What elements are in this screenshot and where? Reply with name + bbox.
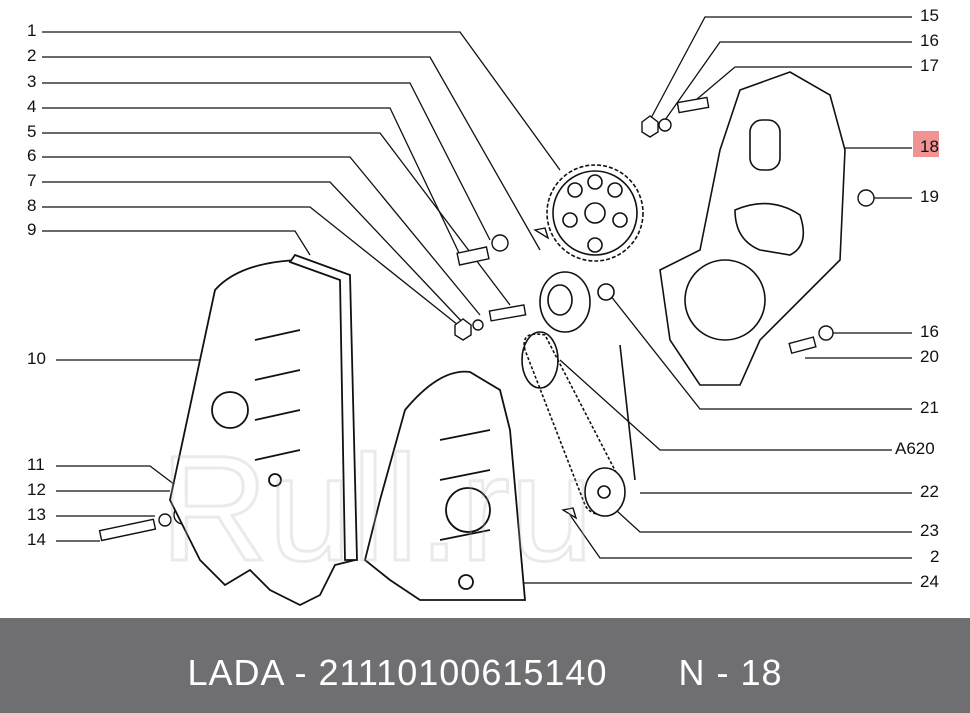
callout-21: 21 — [920, 398, 939, 417]
leader-line-23 — [604, 499, 912, 533]
parts-diagram: 1 2 3 4 5 6 7 8 9 10 11 12 13 14 15 16 1… — [27, 6, 940, 607]
leader-line-7 — [42, 181, 466, 326]
leader-line-2 — [42, 56, 541, 251]
callout-11: 11 — [27, 455, 45, 474]
leader-line-15 — [649, 16, 912, 121]
callout-17: 17 — [920, 56, 939, 75]
leader-line-17 — [689, 66, 912, 106]
callout-5: 5 — [27, 122, 37, 141]
part-number-title: LADA - 21110100615140 — [187, 652, 608, 693]
highlight-marker-18 — [913, 131, 939, 157]
callout-23: 23 — [920, 521, 939, 540]
callout-18: 18 — [920, 137, 939, 156]
callout-24: 24 — [920, 572, 939, 591]
rear-timing-cover — [659, 71, 846, 386]
callout-16: 16 — [920, 31, 939, 50]
leader-line-2b — [569, 514, 912, 559]
camshaft-sprocket — [546, 164, 644, 262]
callout-22: 22 — [920, 482, 939, 501]
callout-10: 10 — [27, 349, 46, 368]
leader-line-a620 — [559, 359, 892, 451]
callout-19: 19 — [920, 187, 939, 206]
callout-7: 7 — [27, 171, 37, 190]
callout-1: 1 — [27, 21, 37, 40]
callout-4: 4 — [27, 97, 37, 116]
callout-2b: 2 — [930, 547, 940, 566]
leader-line-1 — [42, 31, 561, 171]
callout-12: 12 — [27, 480, 46, 499]
callout-3: 3 — [27, 72, 37, 91]
footer-caption: LADA - 21110100615140 N - 18 — [0, 652, 970, 694]
leader-line-21 — [609, 294, 912, 410]
leader-line-5 — [42, 132, 511, 306]
rear-cover-fasteners — [641, 96, 875, 355]
upper-front-cover — [169, 253, 358, 607]
callout-9: 9 — [27, 220, 37, 239]
lower-front-cover — [363, 370, 526, 601]
callout-2: 2 — [27, 46, 37, 65]
callout-20: 20 — [920, 347, 939, 366]
leader-line-9 — [42, 230, 311, 256]
callout-6: 6 — [27, 146, 37, 165]
diagram-reference: N - 18 — [678, 652, 783, 693]
footer-bar — [0, 618, 970, 713]
tensioner-pulley — [539, 271, 615, 333]
callout-14: 14 — [27, 530, 46, 549]
callout-8: 8 — [27, 196, 37, 215]
callout-13: 13 — [27, 505, 46, 524]
leader-line-4 — [42, 107, 461, 256]
timing-belt-exploded-view — [42, 16, 912, 607]
crankshaft-sprocket — [584, 467, 626, 517]
callout-16b: 16 — [920, 322, 939, 341]
callout-a620: A620 — [895, 439, 935, 458]
leader-line-8 — [42, 206, 459, 326]
leader-line-3 — [42, 82, 491, 241]
leader-line-16 — [664, 41, 912, 121]
callout-15: 15 — [920, 6, 939, 25]
leader-line-6 — [42, 156, 481, 316]
